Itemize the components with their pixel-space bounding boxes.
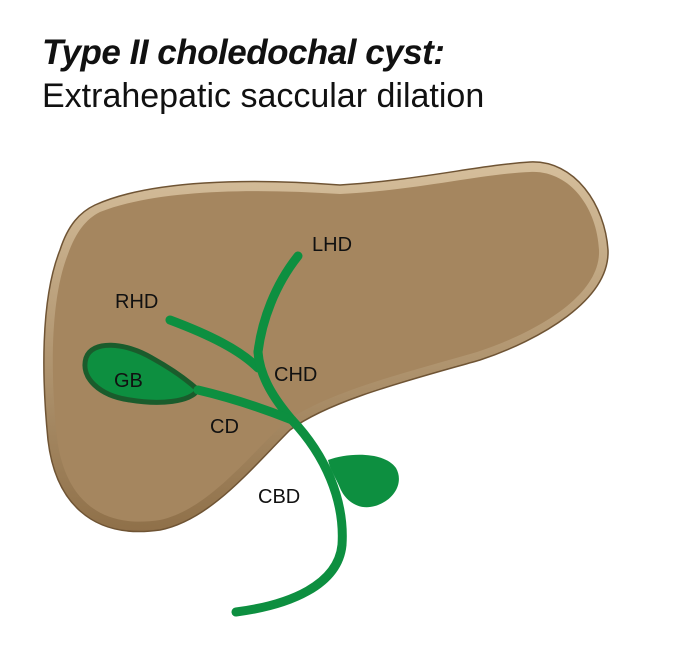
label-chd: CHD <box>274 364 317 386</box>
diagram-title: Type II choledochal cyst: <box>42 33 445 72</box>
right-hepatic-duct <box>165 315 263 373</box>
label-gb: GB <box>114 370 143 392</box>
common-bile-duct <box>231 415 347 617</box>
liver-body <box>52 171 600 522</box>
left-hepatic-duct <box>253 251 303 357</box>
label-rhd: RHD <box>115 291 158 313</box>
diagram-subtitle: Extrahepatic saccular dilation <box>42 77 485 115</box>
cystic-duct <box>193 385 297 425</box>
bile-ducts <box>165 251 347 617</box>
liver <box>43 161 609 533</box>
label-cd: CD <box>210 416 239 438</box>
saccular-cyst <box>328 454 399 508</box>
title-block: Type II choledochal cyst: Extrahepatic s… <box>42 32 484 118</box>
label-lhd: LHD <box>312 234 352 256</box>
label-cbd: CBD <box>258 486 300 508</box>
